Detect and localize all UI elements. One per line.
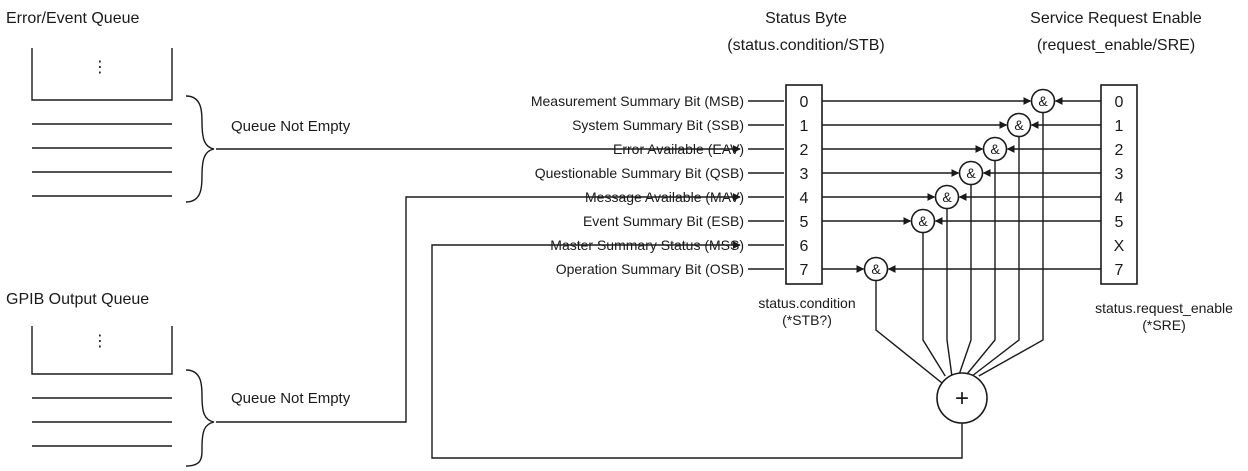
error-queue-brace — [185, 95, 215, 203]
sre-bit-number: 4 — [1115, 190, 1124, 207]
sre-bit-number: 1 — [1115, 118, 1124, 135]
status-bit-label: Error Available (EAV) — [613, 141, 744, 157]
status-bit-number: 0 — [800, 94, 809, 111]
gpib-output-queue-title: GPIB Output Queue — [6, 291, 149, 308]
service-request-enable-register: Service Request Enable (request_enable/S… — [1030, 10, 1233, 333]
and-gate-symbol: & — [990, 141, 1000, 157]
status-bit-number: 3 — [800, 166, 809, 183]
status-byte-title: Status Byte — [765, 10, 847, 27]
status-bit-number: 5 — [800, 214, 809, 231]
sre-footer-name: status.request_enable — [1095, 300, 1233, 316]
sre-title: Service Request Enable — [1030, 10, 1202, 27]
and-gate — [958, 160, 984, 186]
and-gate — [1030, 88, 1056, 114]
gate-to-or-line — [971, 136, 1020, 377]
status-bit-label: Questionable Summary Bit (QSB) — [535, 165, 744, 181]
and-gate-symbol: & — [1014, 117, 1024, 133]
or-gate: + — [936, 372, 988, 424]
status-bit-label: System Summary Bit (SSB) — [572, 117, 744, 133]
gpib-queue-ellipsis: ⋮ — [92, 333, 108, 350]
status-bit-label: Measurement Summary Bit (MSB) — [531, 93, 744, 109]
status-bit-number: 2 — [800, 142, 809, 159]
and-gate-wiring — [822, 97, 1101, 384]
status-bit-label: Operation Summary Bit (OSB) — [556, 261, 744, 277]
status-bit-number: 4 — [800, 190, 809, 207]
mss-feedback-line — [431, 241, 963, 459]
sre-bit-number: 0 — [1115, 94, 1124, 111]
gpib-queue-brace — [185, 369, 215, 467]
and-gate-symbol: & — [966, 165, 976, 181]
and-gate-symbol: & — [871, 261, 881, 277]
error-queue-ellipsis: ⋮ — [92, 59, 108, 76]
status-bit-label: Message Available (MAV) — [585, 189, 744, 205]
gate-to-or-line — [957, 184, 972, 377]
status-bit-number: 1 — [800, 118, 809, 135]
sre-bit-number: 2 — [1115, 142, 1124, 159]
status-bit-number: 6 — [800, 238, 809, 255]
and-gate — [934, 184, 960, 210]
sre-bit-number: 3 — [1115, 166, 1124, 183]
status-bit-number: 7 — [800, 262, 809, 279]
status-byte-footer-name: status.condition — [758, 295, 855, 311]
and-gate — [1006, 112, 1032, 138]
gpib-output-queue: GPIB Output Queue ⋮ Queue Not Empty — [6, 193, 741, 467]
and-gate — [910, 208, 936, 234]
error-event-queue: Error/Event Queue ⋮ Queue Not Empty — [6, 10, 741, 203]
and-gate-symbol: & — [1038, 93, 1048, 109]
sre-bit-number: X — [1114, 238, 1125, 255]
gate-to-or-line — [875, 280, 943, 384]
gate-to-or-line — [946, 208, 953, 377]
sre-box — [1100, 84, 1138, 285]
status-byte-register: Status Byte (status.condition/STB) Measu… — [531, 10, 885, 328]
status-byte-box — [785, 84, 823, 285]
gate-to-or-line — [922, 232, 946, 377]
error-event-queue-title: Error/Event Queue — [6, 10, 140, 27]
and-gate-symbol: & — [918, 213, 928, 229]
and-gates: &&&&&&& — [863, 88, 1056, 282]
and-gate — [982, 136, 1008, 162]
error-queue-not-empty-label: Queue Not Empty — [231, 118, 351, 135]
status-byte-footer-command: (*STB?) — [782, 312, 832, 328]
status-bit-label: Event Summary Bit (ESB) — [583, 213, 744, 229]
gate-to-or-line — [978, 112, 1044, 377]
or-gate-symbol: + — [955, 385, 969, 412]
status-byte-subtitle: (status.condition/STB) — [727, 37, 884, 54]
mav-signal-line — [216, 193, 741, 423]
and-gate — [863, 256, 889, 282]
sre-bits: 0 1 2 3 4 5X 7 — [1114, 94, 1125, 279]
sre-bit-number: 7 — [1115, 262, 1124, 279]
gpib-queue-stack — [31, 326, 173, 375]
gpib-queue-not-empty-label: Queue Not Empty — [231, 390, 351, 407]
sre-subtitle: (request_enable/SRE) — [1037, 37, 1195, 54]
sre-footer-command: (*SRE) — [1142, 317, 1186, 333]
and-gate-symbol: & — [942, 189, 952, 205]
sre-bit-number: 5 — [1115, 214, 1124, 231]
error-queue-stack — [31, 48, 173, 101]
